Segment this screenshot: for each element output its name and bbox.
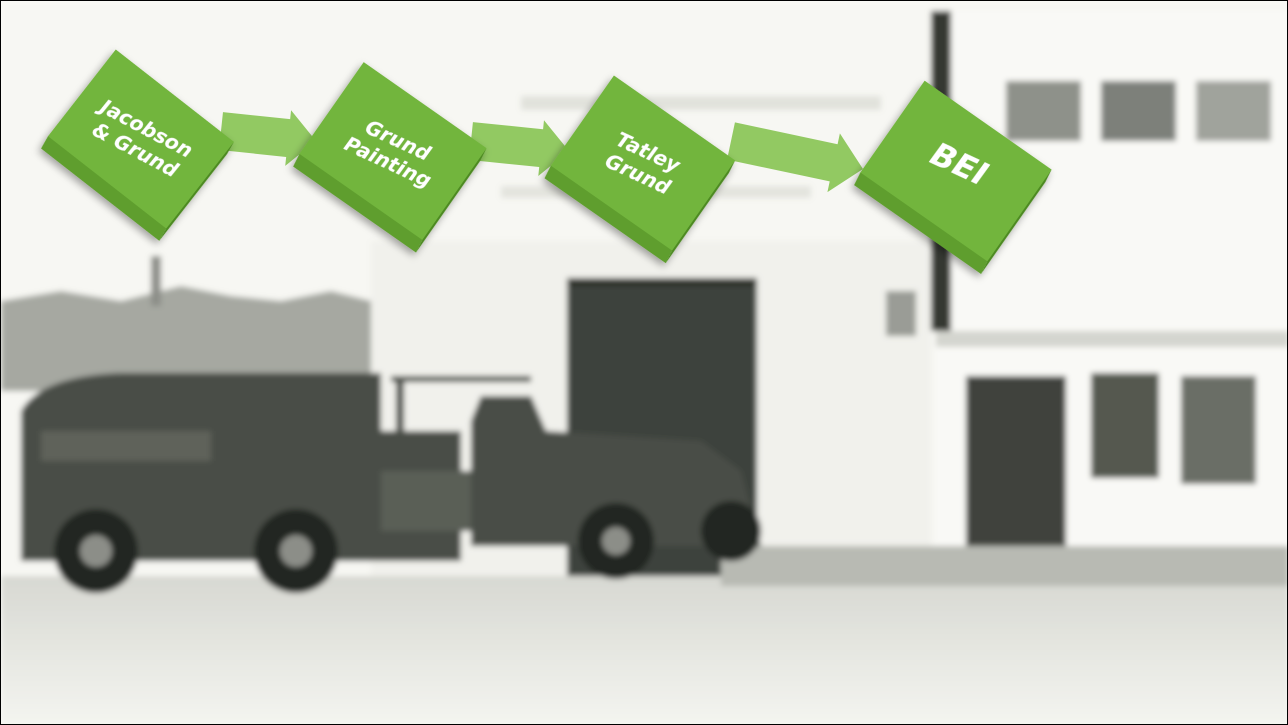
diagram-canvas: Jacobson& GrundGrundPaintingTatleyGrundB… (1, 1, 1288, 725)
slide: Jacobson& GrundGrundPaintingTatleyGrundB… (0, 0, 1288, 725)
